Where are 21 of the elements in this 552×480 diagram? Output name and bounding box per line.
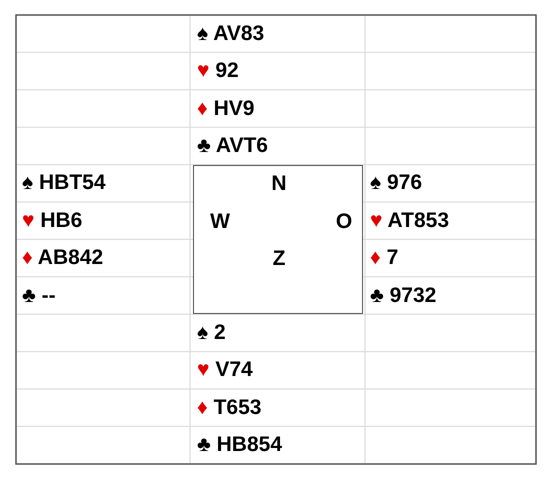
suit-holding: ♠ HBT54: [22, 171, 106, 196]
suit-holding: ♦ AB842: [22, 246, 104, 270]
suit-holding: ♣ 9732: [370, 284, 436, 308]
suit-holding: ♥ AT853: [370, 208, 450, 233]
suit-holding: ♦ T653: [197, 396, 262, 420]
suit-holding: ♣ AVT6: [197, 134, 268, 158]
compass-letter: O: [336, 210, 352, 234]
suit-holding: ♥ HB6: [22, 208, 82, 233]
suit-holding: ♥ V74: [197, 358, 253, 382]
suit-holding: ♦ HV9: [197, 96, 254, 120]
suit-holding: ♣ HB854: [197, 433, 282, 458]
compass-letter: Z: [272, 247, 286, 272]
suit-holding: ♦ 7: [370, 246, 398, 270]
suit-holding: ♠ 976: [370, 171, 422, 196]
suit-holding: ♠ 2: [197, 320, 226, 345]
suit-holding: ♣ --: [22, 284, 56, 308]
compass-box: [193, 164, 363, 314]
compass-letter: W: [210, 210, 230, 234]
compass-letter: N: [271, 172, 287, 196]
suit-holding: ♠ AV83: [197, 22, 264, 46]
suit-holding: ♥ 92: [197, 59, 239, 84]
